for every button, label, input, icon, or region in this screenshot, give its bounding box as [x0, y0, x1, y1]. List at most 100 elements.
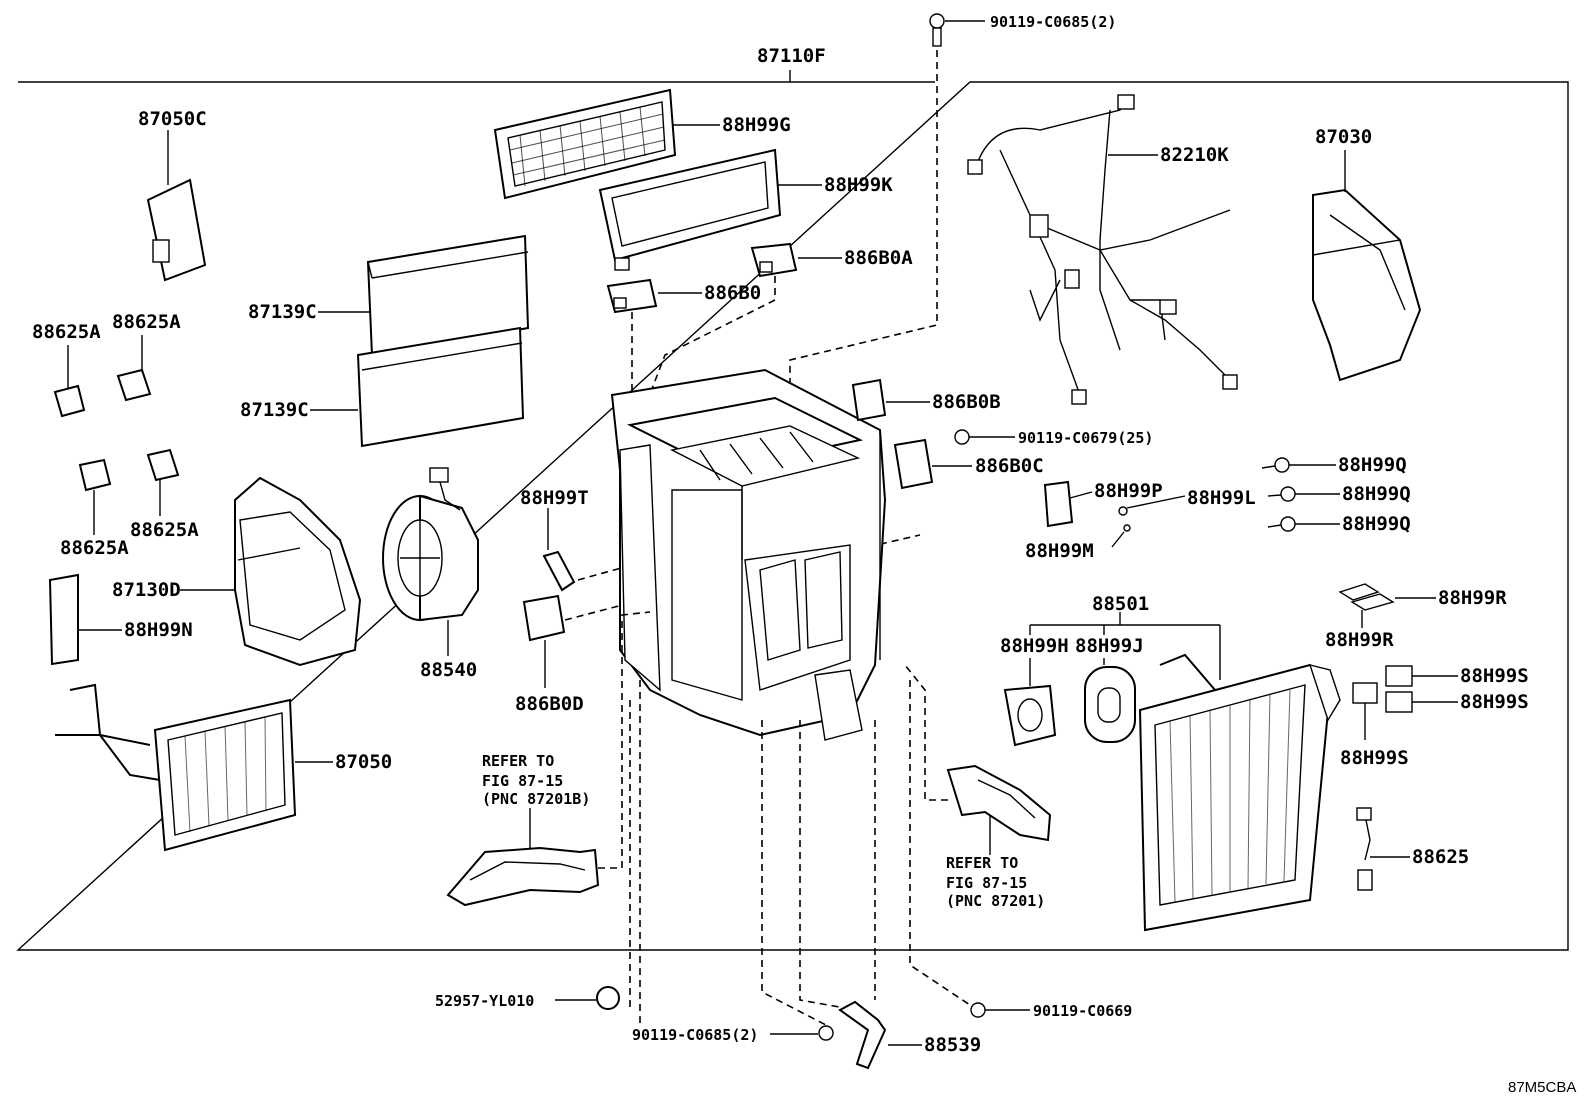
- label-886B0B: 886B0B: [932, 391, 1001, 413]
- label-88625A-4: 88625A: [130, 519, 199, 541]
- seal-88H99N-part: [48, 573, 122, 666]
- label-82210K: 82210K: [1160, 144, 1229, 166]
- bolt-bottom-part: [770, 1025, 834, 1041]
- label-88H99M: 88H99M: [1025, 540, 1094, 562]
- label-bolt25: 90119-C0679(25): [1018, 429, 1153, 447]
- label-88H99Q-2: 88H99Q: [1342, 483, 1411, 505]
- label-87139C-lower: 87139C: [240, 399, 309, 421]
- hvac-unit-part: [610, 368, 887, 741]
- label-bolt0669: 90119-C0669: [1033, 1002, 1132, 1020]
- label-88H99P: 88H99P: [1094, 480, 1163, 502]
- pad-88H99R-part: [1338, 583, 1436, 628]
- label-88H99N: 88H99N: [124, 619, 193, 641]
- seal-88H99H-part: [1003, 684, 1057, 747]
- pad-88H99S-part: [1352, 665, 1458, 740]
- label-886B0A: 886B0A: [844, 247, 913, 269]
- label-88539: 88539: [924, 1034, 981, 1056]
- part-88H99L: [1118, 495, 1186, 516]
- label-88H99T: 88H99T: [520, 487, 589, 509]
- evaporator-part: [1138, 653, 1341, 932]
- diagram-code: 87M5CBA: [1508, 1079, 1576, 1096]
- actuator-886B0A-part: [750, 242, 842, 278]
- cabin-filter-lower-part: [310, 326, 525, 448]
- label-88501: 88501: [1092, 593, 1149, 615]
- bolt-25-part: [954, 429, 1015, 445]
- label-88625A-2: 88625A: [112, 311, 181, 333]
- dash-right-duct: [904, 664, 948, 801]
- label-88H99S-2: 88H99S: [1460, 691, 1529, 713]
- sensor-88625-part: [1356, 807, 1410, 891]
- duct-left-part: [446, 808, 600, 907]
- sensor-88625A-2-part: [116, 335, 152, 402]
- clip-52957-part: [555, 986, 620, 1010]
- label-52957: 52957-YL010: [435, 992, 534, 1010]
- assembly-frame: [16, 81, 1569, 951]
- label-bolt-bottom: 90119-C0685(2): [632, 1026, 758, 1044]
- part-88H99M: [1111, 524, 1131, 548]
- screw-88H99Q-2-part: [1267, 486, 1340, 502]
- actuator-886B0D-part: [522, 594, 566, 688]
- label-88540: 88540: [420, 659, 477, 681]
- label-886B0C: 886B0C: [975, 455, 1044, 477]
- screw-88H99Q-1-part: [1261, 457, 1336, 473]
- bolt-0669-part: [970, 1002, 1030, 1018]
- sensor-88625A-1-part: [53, 345, 86, 418]
- label-88H99S-1: 88H99S: [1460, 665, 1529, 687]
- filter-screen-part: [493, 88, 720, 200]
- label-88H99J: 88H99J: [1075, 635, 1144, 657]
- duct-right-part: [946, 764, 1052, 855]
- label-886B0: 886B0: [704, 282, 761, 304]
- label-87050: 87050: [335, 751, 392, 773]
- blower-resistor-part: [146, 130, 207, 282]
- ref-left-line1: REFER TO: [482, 752, 554, 770]
- blower-case-part: [180, 476, 362, 667]
- dash-left-duct: [598, 611, 651, 869]
- actuator-886B0-part: [606, 278, 702, 314]
- dash-top-bolt: [789, 50, 938, 420]
- actuator-886B0C-part: [893, 438, 972, 490]
- top-bolt-part: [929, 13, 985, 47]
- label-87130D: 87130D: [112, 579, 181, 601]
- label-88H99K: 88H99K: [824, 174, 893, 196]
- ref-right-line2: FIG 87-15: [946, 874, 1027, 892]
- ref-left-line3: (PNC 87201B): [482, 790, 590, 808]
- label-88625A-1: 88625A: [32, 321, 101, 343]
- sensor-88625A-4-part: [146, 448, 180, 516]
- label-88H99L: 88H99L: [1187, 487, 1256, 509]
- label-top-bolt: 90119-C0685(2): [990, 13, 1116, 31]
- dash-bolt0669: [909, 680, 971, 1006]
- part-88H99P: [1043, 480, 1093, 528]
- label-88H99R-2: 88H99R: [1325, 629, 1394, 651]
- drain-hose-part: [838, 1000, 922, 1070]
- part-88H99T: [542, 508, 576, 592]
- filter-frame-part: [598, 148, 822, 271]
- ref-right-line3: (PNC 87201): [946, 892, 1045, 910]
- label-87050C: 87050C: [138, 108, 207, 130]
- ref-right-line1: REFER TO: [946, 854, 1018, 872]
- label-88H99R-1: 88H99R: [1438, 587, 1507, 609]
- label-88625A-3: 88625A: [60, 537, 129, 559]
- blower-motor-part: [382, 467, 479, 656]
- actuator-886B0B-part: [851, 378, 930, 422]
- dash-bolt-bottom: [761, 720, 827, 1026]
- sensor-88625A-3-part: [78, 458, 112, 535]
- label-88625: 88625: [1412, 846, 1469, 868]
- label-87139C-upper: 87139C: [248, 301, 317, 323]
- dash-88539-a: [799, 720, 846, 1009]
- ref-left-line2: FIG 87-15: [482, 772, 563, 790]
- seal-88H99J-part: [1084, 666, 1136, 743]
- assembly-label: 87110F: [757, 45, 826, 67]
- cabin-filter-upper-part: [318, 234, 530, 357]
- screw-88H99Q-3-part: [1267, 516, 1340, 532]
- label-88H99Q-3: 88H99Q: [1342, 513, 1411, 535]
- label-88H99G: 88H99G: [722, 114, 791, 136]
- label-88H99H: 88H99H: [1000, 635, 1069, 657]
- label-88H99S-3: 88H99S: [1340, 747, 1409, 769]
- duct-cover-part: [1312, 150, 1422, 382]
- label-88H99Q-1: 88H99Q: [1338, 454, 1407, 476]
- heater-core-part: [55, 683, 333, 852]
- label-87030: 87030: [1315, 126, 1372, 148]
- wire-harness-part: [967, 94, 1238, 405]
